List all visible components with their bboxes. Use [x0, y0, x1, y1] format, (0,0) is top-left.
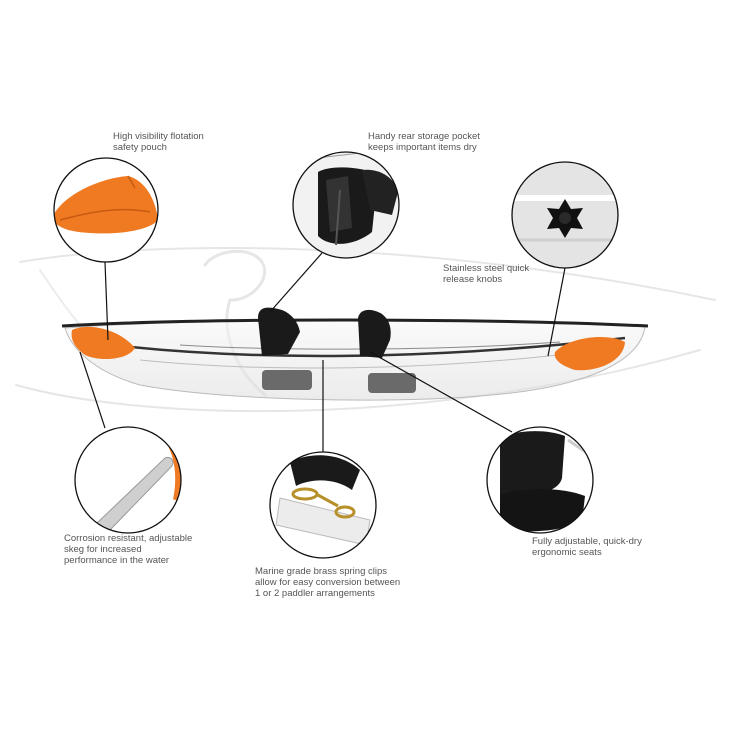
caption-line: skeg for increased [64, 544, 142, 555]
orange-flotation-pouch-icon [54, 175, 158, 234]
caption-line: ergonomic seats [532, 547, 602, 558]
caption-line: Corrosion resistant, adjustable [64, 533, 193, 544]
caption-line: Fully adjustable, quick-dry [532, 536, 642, 547]
skeg-callout [74, 426, 182, 534]
caption-storage: Handy rear storage pocket keeps importan… [368, 131, 480, 153]
caption-skeg: Corrosion resistant, adjustable skeg for… [64, 533, 192, 566]
caption-knobs: Stainless steel quick release knobs [443, 263, 529, 285]
star-knob-icon [547, 199, 583, 238]
release-knobs-callout [511, 161, 619, 269]
caption-line: release knobs [443, 274, 503, 285]
brass-spring-clip-icon [275, 455, 371, 546]
caption-line: safety pouch [113, 142, 167, 153]
caption-line: High visibility flotation [113, 131, 204, 142]
clear-kayak-icon [61, 307, 649, 401]
caption-line: 1 or 2 paddler arrangements [255, 588, 375, 599]
caption-clips: Marine grade brass spring clips allow fo… [255, 566, 400, 599]
rear-storage-pocket-icon [293, 152, 399, 258]
caption-line: Handy rear storage pocket [368, 131, 480, 142]
flotation-pouch-callout [53, 157, 159, 263]
caption-seats: Fully adjustable, quick-dry ergonomic se… [532, 536, 642, 558]
storage-pocket-callout [292, 151, 400, 259]
seats-callout [486, 426, 594, 534]
caption-line: Stainless steel quick [443, 263, 530, 274]
caption-line: keeps important items dry [368, 142, 477, 153]
caption-line: allow for easy conversion between [255, 577, 401, 588]
caption-flotation: High visibility flotation safety pouch [113, 131, 204, 153]
caption-line: Marine grade brass spring clips [255, 566, 388, 577]
ergonomic-seat-icon [500, 431, 591, 532]
spring-clips-callout [269, 451, 377, 559]
leader-lines [79, 252, 566, 452]
caption-line: performance in the water [64, 555, 170, 566]
